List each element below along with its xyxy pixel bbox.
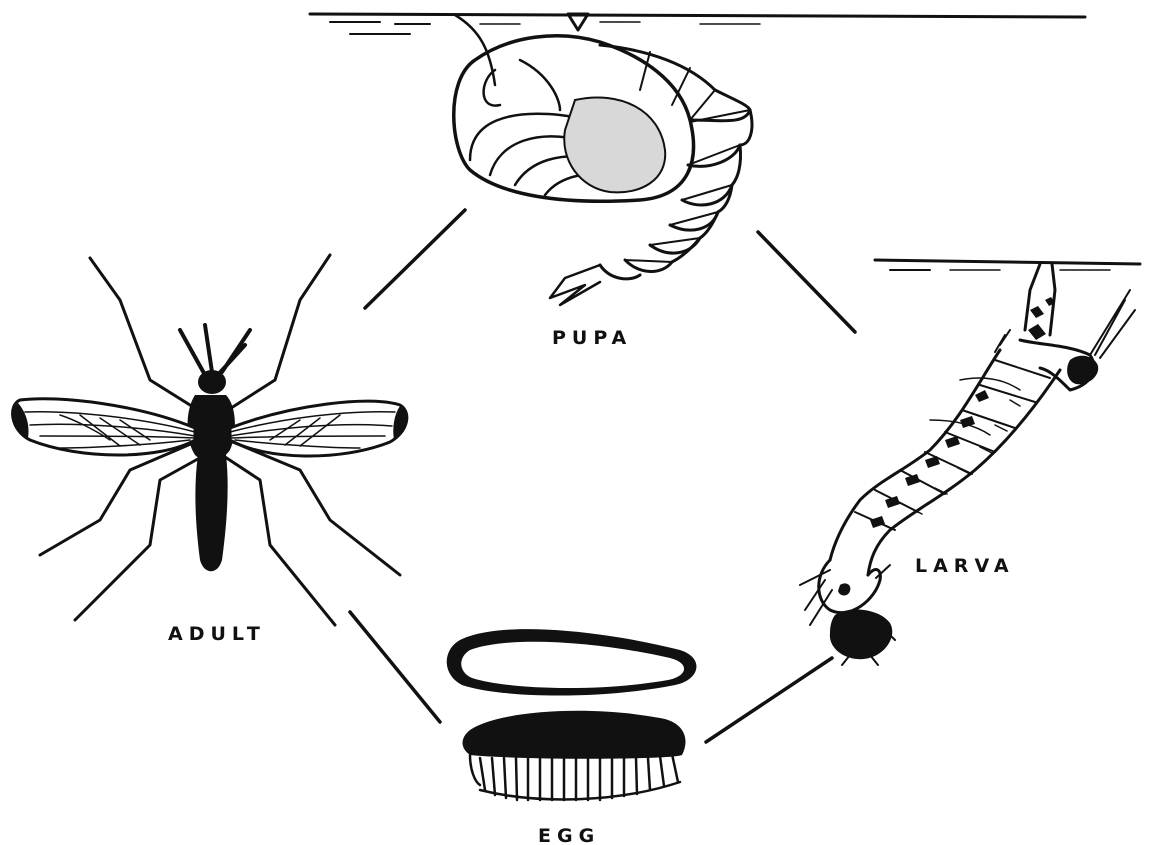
connector-adult-to-pupa [365,210,465,308]
adult-label: ADULT [168,623,266,645]
egg-label: EGG [538,825,600,845]
egg-raft-ribs [470,754,680,800]
connector-egg-to-adult [350,612,440,722]
adult-mosquito-illustration [13,255,407,625]
larva-water-surface [875,260,1140,270]
connector-pupa-to-larva [758,232,855,332]
pupa-water-surface [310,14,1085,34]
pupa-label: PUPA [552,327,632,349]
connector-larva-to-egg [706,658,832,742]
larva-label: LARVA [915,555,1015,577]
larva-illustration [800,260,1140,665]
egg-illustration [447,629,697,800]
